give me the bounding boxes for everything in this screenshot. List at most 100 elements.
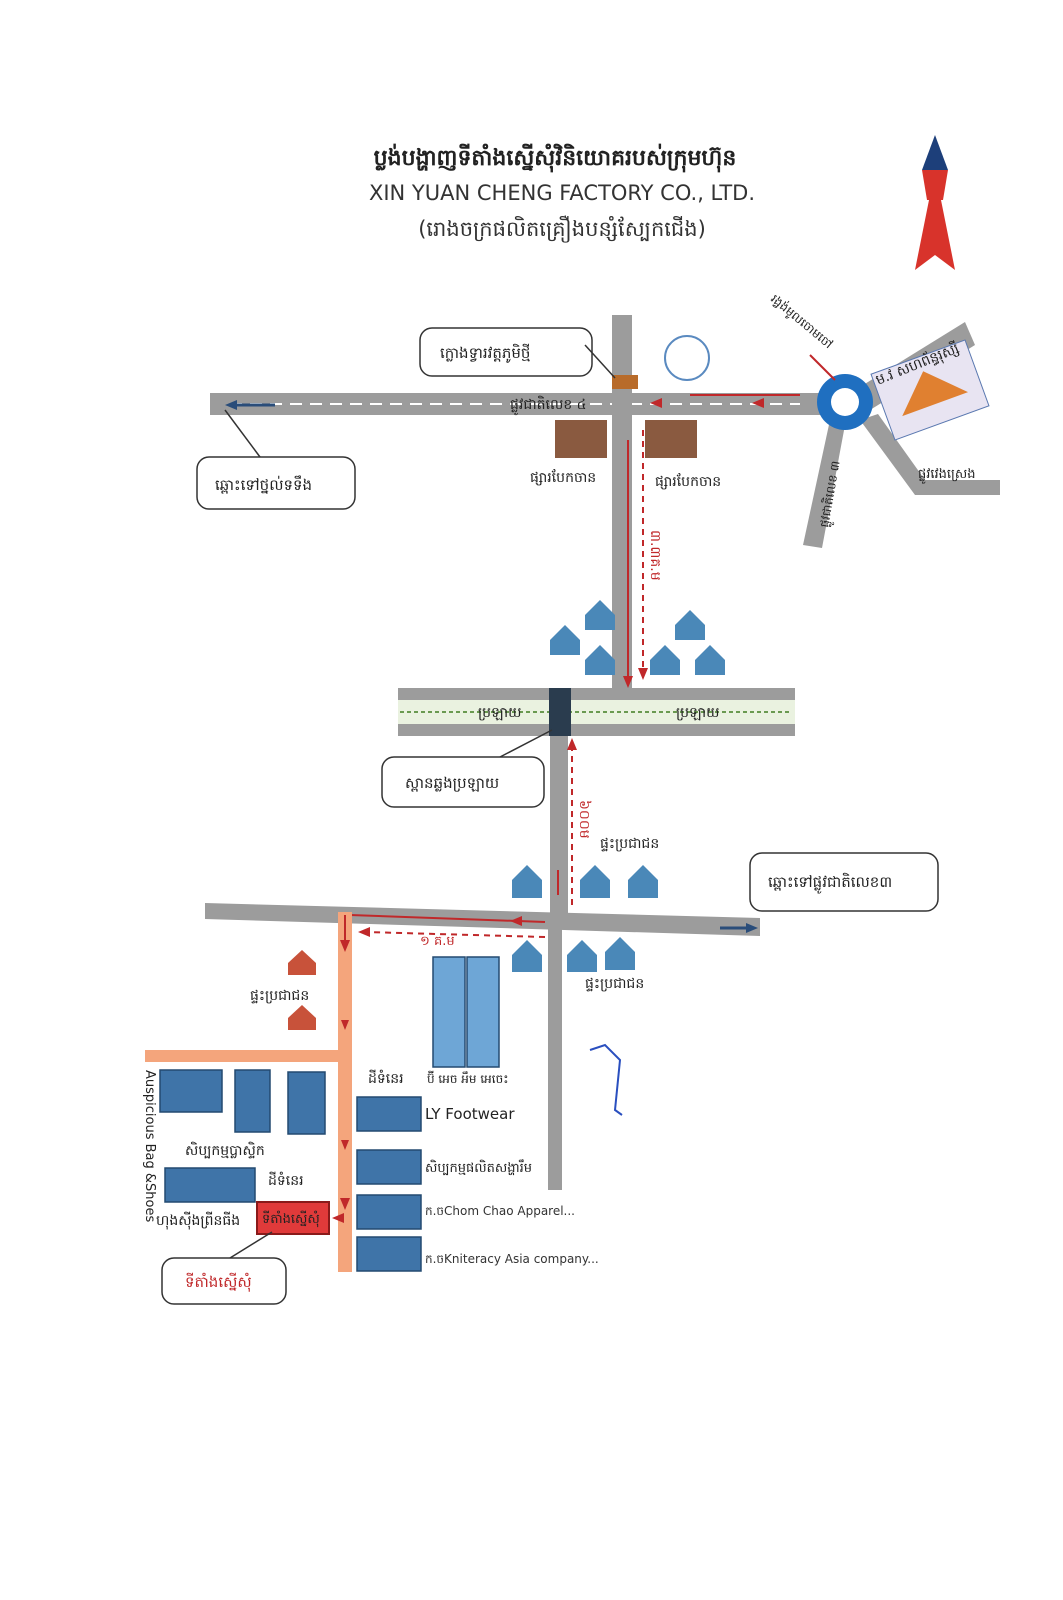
map-shape xyxy=(398,688,795,700)
map-shape xyxy=(902,371,969,417)
ly-footwear-label: LY Footwear xyxy=(425,1105,515,1123)
bridge-icon xyxy=(549,688,571,736)
map-shape xyxy=(432,956,466,1068)
map-shape xyxy=(398,724,795,736)
map-shape xyxy=(628,865,658,898)
distance-1km: ១ គ.ម xyxy=(420,934,455,949)
map-shape xyxy=(341,1140,349,1150)
to-right-callout xyxy=(749,852,939,912)
bhm-label: ប៊ី អេច អឹម អេចេះ xyxy=(427,1070,508,1086)
map-shape xyxy=(922,135,948,170)
map-shape xyxy=(364,931,546,938)
to-right-label: ឆ្ពោះទៅផ្លូវជាតិលេខ៣ xyxy=(768,872,892,894)
map-shape xyxy=(584,344,616,379)
canal-left-label: ប្រឡាយ xyxy=(478,705,521,721)
houses-1-label: ផ្ទះប្រជាជន xyxy=(600,836,659,852)
map-shape xyxy=(550,625,580,655)
map-shape xyxy=(512,865,542,898)
veng-sreng-label: ផ្លូវវេងស្រេង xyxy=(918,467,976,484)
company-name: XIN YUAN CHENG FACTORY CO., LTD. xyxy=(369,181,755,205)
map-shape xyxy=(229,1231,273,1259)
map-shape xyxy=(567,738,577,750)
bhm-factory xyxy=(432,956,500,1068)
vacant-1-label: ដីទំនេរ xyxy=(368,1069,404,1087)
roundabout-label: រង្វង់មូលចោមចៅ xyxy=(767,291,836,352)
map-shape xyxy=(675,610,705,640)
canal-right-label: ប្រឡាយ xyxy=(676,705,719,721)
map-shape xyxy=(860,414,1000,495)
plastic-building-2 xyxy=(234,1069,271,1133)
map-shape xyxy=(341,1020,349,1030)
map-shape xyxy=(605,937,635,970)
bridge-callout xyxy=(381,756,545,808)
map-shape xyxy=(358,927,370,937)
distance-600m: ៦០០ម xyxy=(576,800,592,839)
plastic-label: សិប្បកម្មប្លាស្ទិក xyxy=(185,1141,265,1159)
map-shape xyxy=(288,950,316,975)
market-image xyxy=(645,420,697,458)
distance-3-3km: ៣.៣គ.ម xyxy=(647,530,663,581)
map-shape xyxy=(585,600,615,630)
map-shape xyxy=(638,668,648,680)
map-shape xyxy=(567,940,597,972)
map-shape xyxy=(746,923,758,933)
houses-3-label: ផ្ទះប្រជាជន xyxy=(585,976,644,992)
map-shape xyxy=(340,940,350,952)
lower-road xyxy=(548,925,562,1190)
map-shape xyxy=(623,676,633,688)
furniture-label: សិប្បកម្មផលិតសង្ហារឹម xyxy=(425,1159,532,1176)
map-shape xyxy=(288,1005,316,1030)
north-arrow-icon xyxy=(915,135,955,270)
map-shape xyxy=(695,645,725,675)
map-shape xyxy=(340,1198,350,1210)
house-icons xyxy=(288,950,316,1030)
to-left-callout xyxy=(196,456,356,510)
national-road-4 xyxy=(210,393,825,415)
map-shape xyxy=(585,645,615,675)
market-right-label: ផ្សារបែកចាន xyxy=(655,473,721,490)
site-box-label: ទីតាំងស្នើសុំ xyxy=(262,1210,320,1228)
road-4-label: ផ្លូវជាតិលេខ ៤ xyxy=(510,395,587,416)
kniteracy-label: ក.ចKniteracy Asia company... xyxy=(425,1252,599,1266)
map-shape xyxy=(224,409,261,458)
plastic-building-1 xyxy=(159,1069,223,1113)
chom-chao-label: ក.ចChom Chao Apparel... xyxy=(425,1204,575,1218)
house-icons xyxy=(550,600,725,675)
map-shape xyxy=(809,354,836,381)
road-to-junction xyxy=(550,736,568,916)
chom-chao-building xyxy=(356,1194,422,1230)
map-shape xyxy=(831,388,859,416)
vacant-2-label: ដីទំនេរ xyxy=(268,1171,304,1189)
canal xyxy=(398,688,795,736)
side-road xyxy=(145,1050,345,1062)
map-shape xyxy=(915,170,955,270)
map-shape xyxy=(466,956,500,1068)
printing-label: ហុងស៊ីងព្រីនធីង xyxy=(156,1211,240,1230)
map-shape xyxy=(499,729,553,758)
pagoda-gate-icon xyxy=(612,375,638,389)
auspicious-label: Auspicious Bag &Shoes xyxy=(142,1070,157,1222)
map-shape xyxy=(510,916,522,926)
factory-subtitle: (រោងចក្រផលិតគ្រឿងបន្សំស្បែកជើង) xyxy=(418,215,706,243)
house-icons xyxy=(512,865,658,898)
market-image xyxy=(555,420,607,458)
map-shape xyxy=(580,865,610,898)
pagoda-label: ក្លោងទ្វារវត្តភូមិថ្មី xyxy=(440,343,530,363)
map-shape xyxy=(512,940,542,972)
to-left-label: ឆ្ពោះទៅថ្នល់ទទឹង xyxy=(215,475,312,494)
map-shape xyxy=(650,645,680,675)
map-shape xyxy=(803,420,845,548)
market-left-label: ផ្សារបែកចាន xyxy=(530,469,596,486)
printing-building xyxy=(164,1167,256,1203)
arrow-head-icon xyxy=(225,400,237,410)
site-callout xyxy=(161,1257,287,1305)
proposed-site xyxy=(256,1201,330,1235)
houses-2-label: ផ្ទះប្រជាជន xyxy=(250,988,309,1004)
signature xyxy=(589,1043,623,1116)
bridge-label: ស្ពានឆ្លងប្រឡាយ xyxy=(405,774,499,792)
furniture-building xyxy=(356,1149,422,1185)
house-icons xyxy=(512,937,635,972)
map-shape xyxy=(922,170,948,200)
map-shape xyxy=(650,398,662,408)
